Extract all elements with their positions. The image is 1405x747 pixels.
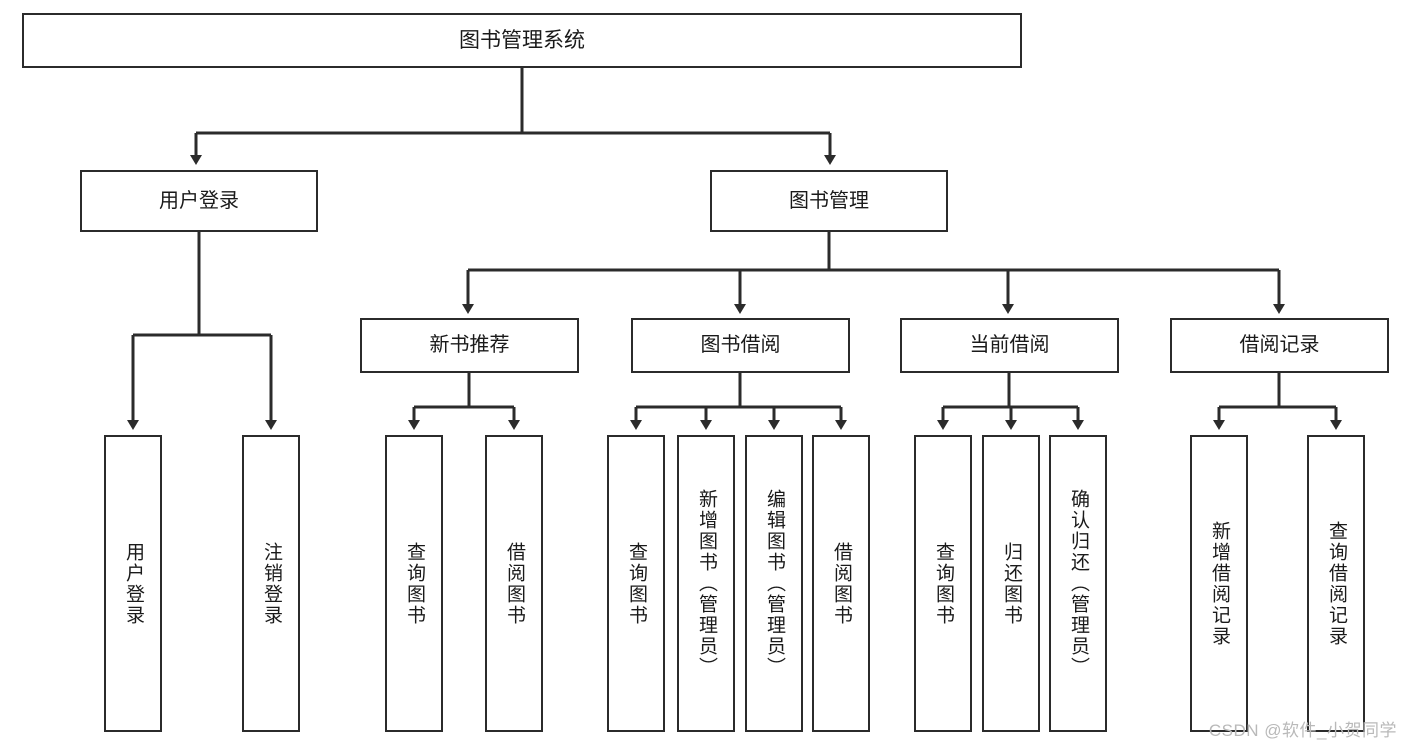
leaf-logout[interactable]: 注销登录 (242, 435, 300, 732)
leaf-borrow-edit-book-admin[interactable]: 编辑图书（管理员） (745, 435, 803, 732)
node-label: 借阅图书 (503, 541, 525, 626)
node-label: 图书借阅 (700, 334, 781, 357)
leaf-borrow-borrow-book[interactable]: 借阅图书 (812, 435, 870, 732)
leaf-borrow-query-book[interactable]: 查询图书 (607, 435, 665, 732)
leaf-record-add-borrow-record[interactable]: 新增借阅记录 (1190, 435, 1248, 732)
node-label: 新书推荐 (429, 334, 510, 357)
leaf-borrow-add-book-admin[interactable]: 新增图书（管理员） (677, 435, 735, 732)
node-root-book-management-system[interactable]: 图书管理系统 (22, 13, 1022, 68)
node-label: 当前借阅 (969, 334, 1050, 357)
leaf-current-query-book[interactable]: 查询图书 (914, 435, 972, 732)
watermark-csdn: CSDN @软件_小贺同学 (1208, 721, 1397, 740)
node-new-book-recommend[interactable]: 新书推荐 (360, 318, 579, 373)
node-label: 新增图书（管理员） (695, 489, 717, 678)
node-borrow-record[interactable]: 借阅记录 (1170, 318, 1389, 373)
node-book-borrow[interactable]: 图书借阅 (631, 318, 850, 373)
node-book-management[interactable]: 图书管理 (710, 170, 948, 232)
node-label: 编辑图书（管理员） (763, 489, 785, 678)
node-label: 归还图书 (1000, 541, 1022, 626)
node-current-borrow[interactable]: 当前借阅 (900, 318, 1119, 373)
node-label: 查询借阅记录 (1325, 520, 1347, 647)
node-label: 用户登录 (122, 541, 144, 626)
leaf-current-confirm-return-admin[interactable]: 确认归还（管理员） (1049, 435, 1107, 732)
node-label: 用户登录 (159, 189, 239, 212)
node-label: 借阅图书 (830, 541, 852, 626)
node-label: 确认归还（管理员） (1067, 489, 1089, 678)
node-user-login[interactable]: 用户登录 (80, 170, 318, 232)
leaf-newbook-borrow-book[interactable]: 借阅图书 (485, 435, 543, 732)
leaf-user-login[interactable]: 用户登录 (104, 435, 162, 732)
node-label: 查询图书 (932, 541, 954, 626)
node-label: 图书管理 (789, 189, 869, 212)
leaf-current-return-book[interactable]: 归还图书 (982, 435, 1040, 732)
node-label: 注销登录 (260, 541, 282, 626)
node-label: 查询图书 (403, 541, 425, 626)
node-label: 查询图书 (625, 541, 647, 626)
node-label: 新增借阅记录 (1208, 520, 1230, 647)
leaf-record-query-borrow-record[interactable]: 查询借阅记录 (1307, 435, 1365, 732)
leaf-newbook-query-book[interactable]: 查询图书 (385, 435, 443, 732)
node-label: 借阅记录 (1239, 334, 1320, 357)
node-label: 图书管理系统 (459, 28, 585, 52)
